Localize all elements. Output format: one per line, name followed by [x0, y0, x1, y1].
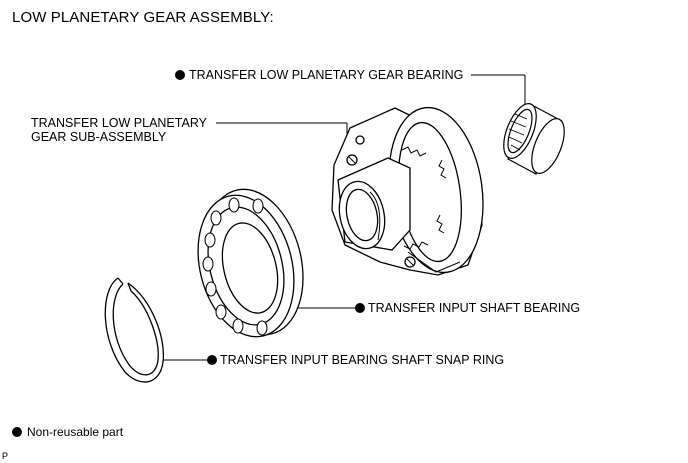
planetary-gear-sub-assembly-part [331, 106, 484, 276]
legend-text: Non-reusable part [27, 425, 124, 439]
legend-marker [12, 427, 22, 437]
label-input-shaft-bearing: TRANSFER INPUT SHAFT BEARING [368, 301, 581, 315]
label-snap-ring: TRANSFER INPUT BEARING SHAFT SNAP RING [220, 353, 505, 367]
non-reusable-marker-input-shaft-bearing [355, 303, 365, 313]
label-sub-assembly-line1: TRANSFER LOW PLANETARY [31, 116, 207, 130]
snap-ring-part [104, 277, 165, 383]
non-reusable-marker-snap-ring [207, 355, 217, 365]
non-reusable-marker-gear-bearing [175, 70, 185, 80]
input-shaft-bearing-part [197, 188, 304, 338]
diagram-title: LOW PLANETARY GEAR ASSEMBLY: [12, 9, 274, 26]
label-sub-assembly-line2: GEAR SUB-ASSEMBLY [31, 130, 167, 144]
needle-bearing-part [503, 103, 565, 175]
figure-id: P [2, 451, 9, 461]
label-gear-bearing: TRANSFER LOW PLANETARY GEAR BEARING [189, 68, 464, 82]
